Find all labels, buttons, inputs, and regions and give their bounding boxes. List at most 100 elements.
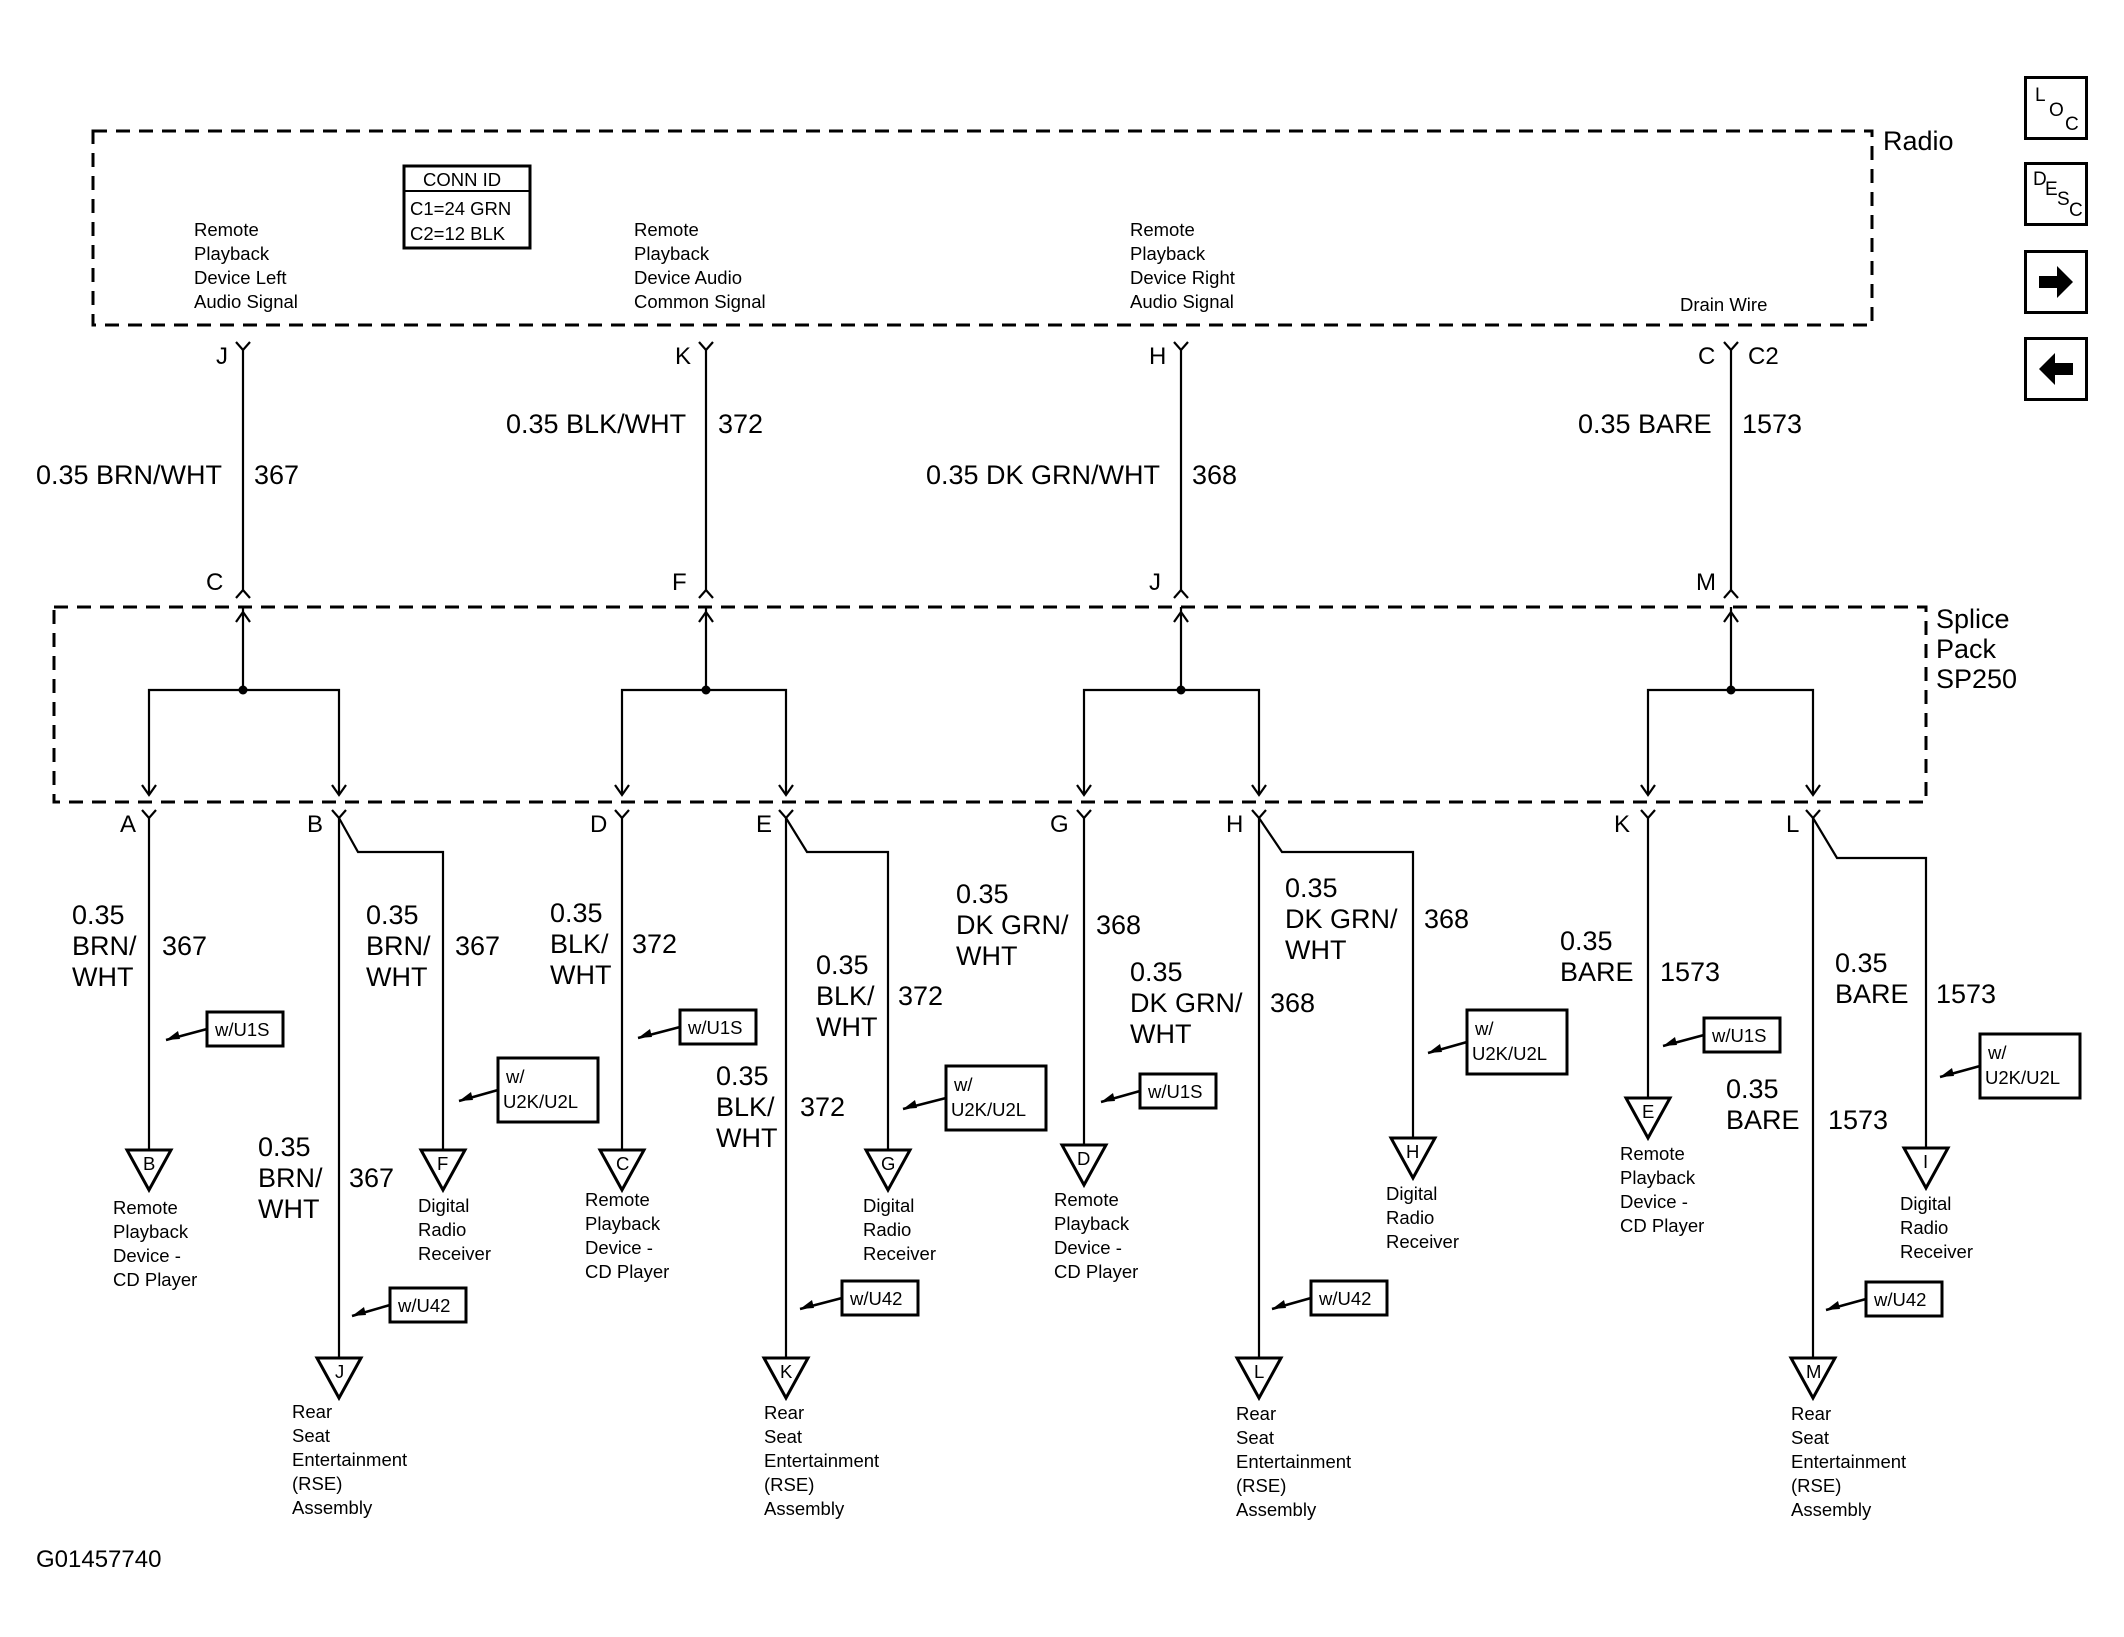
signal-right-line: Audio Signal xyxy=(1130,291,1234,312)
branch-b-dr-color: BRN/ xyxy=(366,931,431,961)
option-u1s-g: w/U1S xyxy=(1100,1072,1218,1110)
branch-h-rse-color: DK GRN/ xyxy=(1130,988,1243,1018)
signal-common-line: Common Signal xyxy=(634,291,766,312)
signal-drain: Drain Wire xyxy=(1680,294,1767,315)
left-arrow-icon xyxy=(2039,353,2073,385)
option-u42-h: w/U42 xyxy=(1271,1279,1389,1317)
terminal-j: J xyxy=(335,1361,344,1382)
svg-text:Receiver: Receiver xyxy=(418,1243,491,1264)
branch-e-rse-circuit: 372 xyxy=(800,1092,845,1122)
signal-left-line: Remote xyxy=(194,219,259,240)
branch-e-dr-gauge: 0.35 xyxy=(816,950,869,980)
branch-b-dr-gauge: 0.35 xyxy=(366,900,419,930)
svg-text:Digital: Digital xyxy=(1386,1183,1437,1204)
radio-pin-c: C xyxy=(1698,343,1715,370)
svg-text:Entertainment: Entertainment xyxy=(292,1449,407,1470)
branch-e-rse-gauge: 0.35 xyxy=(716,1061,769,1091)
splice-in-pin-m: M xyxy=(1696,569,1716,596)
svg-text:Remote: Remote xyxy=(1054,1189,1119,1210)
svg-text:U2K/U2L: U2K/U2L xyxy=(1472,1043,1547,1064)
branch-k-color: BARE xyxy=(1560,957,1634,987)
svg-text:CD Player: CD Player xyxy=(113,1269,197,1290)
svg-text:Digital: Digital xyxy=(418,1195,469,1216)
option-u1s-k: w/U1S xyxy=(1662,1016,1782,1054)
conn-id-c2: C2=12 BLK xyxy=(410,223,506,244)
branch-e-dr-circuit: 372 xyxy=(898,981,943,1011)
main-wire-1573-color: 0.35 BARE xyxy=(1578,409,1712,439)
branch-k-circuit: 1573 xyxy=(1660,957,1720,987)
option-u2k-e: w/ U2K/U2L xyxy=(902,1064,1048,1132)
splice-in-pin-c: C xyxy=(206,569,223,596)
splice-in-pin-f: F xyxy=(672,569,687,596)
svg-text:Rear: Rear xyxy=(1791,1403,1831,1424)
radio-label: Radio xyxy=(1883,126,1954,156)
signal-common-line: Remote xyxy=(634,219,699,240)
branch-e-rse-color: BLK/ xyxy=(716,1092,775,1122)
svg-text:Rear: Rear xyxy=(764,1402,804,1423)
svg-text:Entertainment: Entertainment xyxy=(764,1450,879,1471)
svg-text:Entertainment: Entertainment xyxy=(1791,1451,1906,1472)
desc-button[interactable]: D E S C xyxy=(2024,162,2088,226)
branch-h-dr-color: DK GRN/ xyxy=(1285,904,1398,934)
option-u2k-b: w/ U2K/U2L xyxy=(458,1056,600,1124)
terminal-i: I xyxy=(1923,1151,1928,1172)
option-u42-e: w/U42 xyxy=(799,1279,920,1317)
branch-a-color2: WHT xyxy=(72,962,133,992)
splice-out-pin-d: D xyxy=(590,811,607,838)
branch-k-gauge: 0.35 xyxy=(1560,926,1613,956)
svg-text:w/U1S: w/U1S xyxy=(1711,1025,1767,1046)
branch-h-rse-color2: WHT xyxy=(1130,1019,1191,1049)
splice-junctions xyxy=(141,607,1821,797)
svg-text:Entertainment: Entertainment xyxy=(1236,1451,1351,1472)
svg-text:w/: w/ xyxy=(505,1066,525,1087)
svg-text:Playback: Playback xyxy=(113,1221,189,1242)
terminal-k: K xyxy=(780,1361,793,1382)
branch-b-rse-circuit: 367 xyxy=(349,1163,394,1193)
component-cd-4: Remote Playback Device - CD Player xyxy=(1620,1143,1704,1236)
branch-g-color2: WHT xyxy=(956,941,1017,971)
option-u42-b: w/U42 xyxy=(351,1286,468,1324)
svg-text:CD Player: CD Player xyxy=(1054,1261,1138,1282)
svg-text:Playback: Playback xyxy=(1054,1213,1130,1234)
svg-text:Seat: Seat xyxy=(1791,1427,1829,1448)
signal-right-line: Remote xyxy=(1130,219,1195,240)
svg-text:Radio: Radio xyxy=(1900,1217,1948,1238)
svg-text:w/U42: w/U42 xyxy=(849,1288,902,1309)
radio-box xyxy=(91,129,1874,327)
svg-text:Remote: Remote xyxy=(113,1197,178,1218)
branch-d-color: BLK/ xyxy=(550,929,609,959)
splice-out-pin-b: B xyxy=(307,811,323,838)
main-wire-1573-circuit: 1573 xyxy=(1742,409,1802,439)
loc-button[interactable]: L O C xyxy=(2024,76,2088,140)
svg-text:Seat: Seat xyxy=(292,1425,330,1446)
svg-text:Remote: Remote xyxy=(585,1189,650,1210)
option-u1s-d: w/U1S xyxy=(637,1008,758,1046)
branch-h-dr-circuit: 368 xyxy=(1424,904,1469,934)
signal-common-line: Device Audio xyxy=(634,267,742,288)
signal-right-line: Playback xyxy=(1130,243,1206,264)
splice-out-pin-k: K xyxy=(1614,811,1630,838)
svg-text:CD Player: CD Player xyxy=(585,1261,669,1282)
svg-text:Seat: Seat xyxy=(1236,1427,1274,1448)
conn-id-box: CONN ID C1=24 GRN C2=12 BLK xyxy=(402,164,532,250)
desc-c: C xyxy=(2069,200,2083,221)
next-button[interactable] xyxy=(2024,250,2088,314)
terminal-e: E xyxy=(1642,1101,1654,1122)
splice-pack-box xyxy=(52,605,1928,804)
svg-text:w/: w/ xyxy=(1474,1018,1494,1039)
main-wire-367-circuit: 367 xyxy=(254,460,299,490)
conn-id-c1: C1=24 GRN xyxy=(410,198,511,219)
prev-button[interactable] xyxy=(2024,337,2088,401)
radio-pin-k: K xyxy=(675,343,691,370)
branch-h-dr-gauge: 0.35 xyxy=(1285,873,1338,903)
desc-d: D xyxy=(2033,169,2047,190)
main-wire-372-color: 0.35 BLK/WHT xyxy=(506,409,686,439)
svg-text:(RSE): (RSE) xyxy=(1236,1475,1286,1496)
component-rse-2: Rear Seat Entertainment (RSE) Assembly xyxy=(764,1402,879,1519)
splice-out-pin-h: H xyxy=(1226,811,1243,838)
terminal-f: F xyxy=(437,1153,448,1174)
terminal-g: G xyxy=(881,1153,895,1174)
svg-text:Radio: Radio xyxy=(863,1219,911,1240)
main-wire-368-color: 0.35 DK GRN/WHT xyxy=(926,460,1160,490)
component-digital-1: Digital Radio Receiver xyxy=(418,1195,491,1264)
